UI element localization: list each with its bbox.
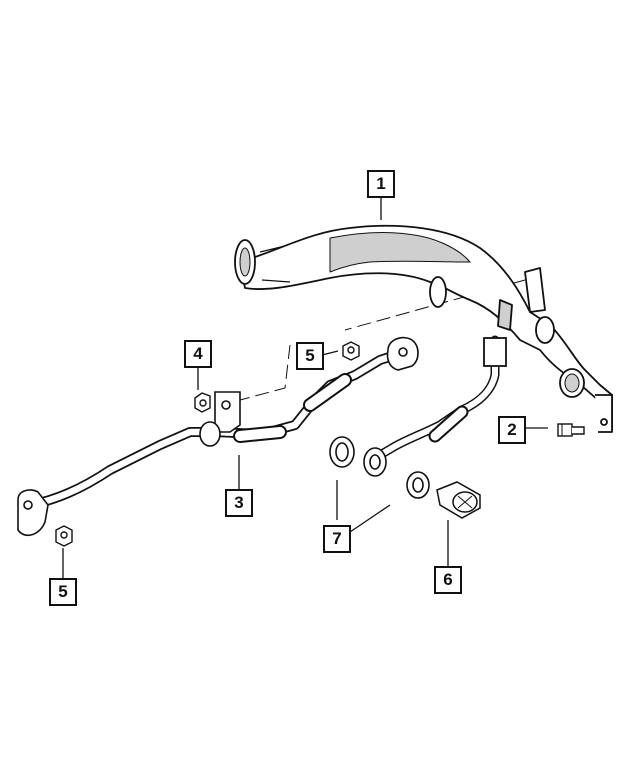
callout-7: 7 (323, 525, 351, 553)
part-5-nut-upper (342, 341, 360, 361)
part-4-nut (194, 392, 211, 413)
flange-right (386, 336, 419, 371)
flange-left (17, 489, 49, 537)
callout-3: 3 (225, 489, 253, 517)
part-1-inlet-tube (234, 224, 613, 433)
oil-feed-line (375, 335, 507, 460)
callout-5-lower: 5 (49, 578, 77, 606)
callout-4: 4 (184, 340, 212, 368)
callout-1: 1 (367, 170, 395, 198)
leader-lines (62, 198, 548, 580)
bracket (199, 391, 241, 447)
part-3-return-tube (25, 347, 410, 510)
callout-5-upper: 5 (296, 342, 324, 370)
part-5-nut-lower (55, 525, 73, 547)
callout-2: 2 (498, 416, 526, 444)
part-2-bolt (557, 423, 585, 437)
part-7-washers (329, 436, 430, 499)
callout-6: 6 (434, 566, 462, 594)
part-6-banjo-bolt (436, 481, 481, 519)
